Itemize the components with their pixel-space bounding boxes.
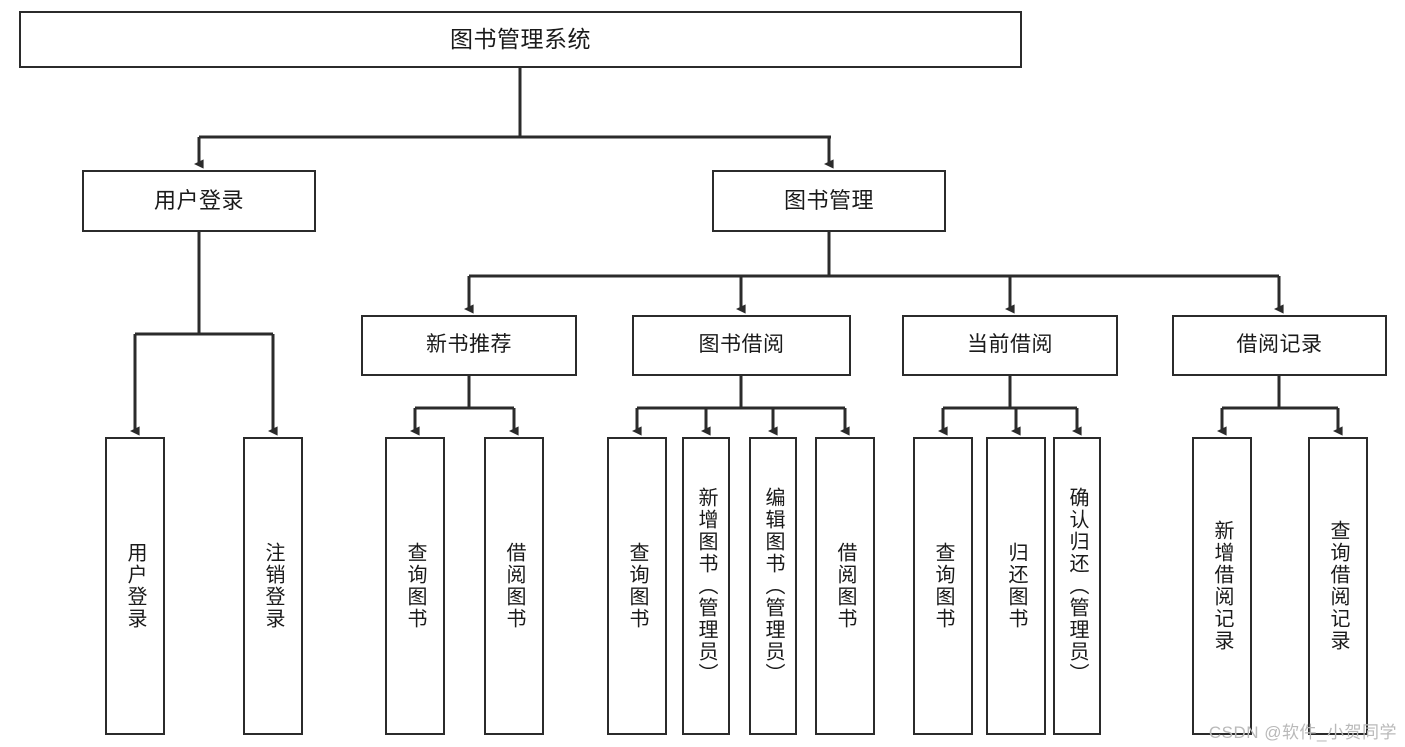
node-book-manage-label: 图书管理 (783, 188, 874, 214)
node-leaf-borrow-book-2-label: 借阅图书 (834, 542, 856, 630)
node-leaf-return-book[interactable]: 归还图书 (986, 437, 1046, 735)
node-book-borrow-label: 图书借阅 (698, 333, 785, 357)
node-user-login-label: 用户登录 (153, 188, 244, 214)
node-leaf-user-login-label: 用户登录 (124, 542, 146, 630)
node-leaf-add-book-admin-label: 新增图书（管理员） (695, 487, 717, 685)
node-book-manage[interactable]: 图书管理 (712, 170, 946, 232)
node-leaf-confirm-return-admin-label: 确认归还（管理员） (1066, 487, 1088, 685)
node-new-book-recommend-label: 新书推荐 (426, 333, 512, 357)
node-leaf-query-book-3-label: 查询图书 (932, 542, 954, 630)
csdn-watermark: CSDN @软件_小贺同学 (1208, 723, 1397, 742)
node-leaf-borrow-book-1-label: 借阅图书 (503, 542, 525, 630)
node-leaf-query-borrow-record[interactable]: 查询借阅记录 (1308, 437, 1368, 735)
node-leaf-confirm-return-admin[interactable]: 确认归还（管理员） (1053, 437, 1101, 735)
node-leaf-query-book-1-label: 查询图书 (404, 542, 426, 630)
node-root[interactable]: 图书管理系统 (19, 11, 1022, 68)
node-current-borrow[interactable]: 当前借阅 (902, 315, 1118, 376)
node-current-borrow-label: 当前借阅 (967, 333, 1053, 357)
node-leaf-query-book-3[interactable]: 查询图书 (913, 437, 973, 735)
node-leaf-borrow-book-2[interactable]: 借阅图书 (815, 437, 875, 735)
node-leaf-add-borrow-record[interactable]: 新增借阅记录 (1192, 437, 1252, 735)
node-borrow-record[interactable]: 借阅记录 (1172, 315, 1387, 376)
node-leaf-query-book-2[interactable]: 查询图书 (607, 437, 667, 735)
node-leaf-query-book-1[interactable]: 查询图书 (385, 437, 445, 735)
node-leaf-return-book-label: 归还图书 (1005, 542, 1027, 630)
node-leaf-user-login[interactable]: 用户登录 (105, 437, 165, 735)
node-leaf-edit-book-admin[interactable]: 编辑图书（管理员） (749, 437, 797, 735)
node-book-borrow[interactable]: 图书借阅 (632, 315, 851, 376)
node-user-login[interactable]: 用户登录 (82, 170, 316, 232)
node-leaf-borrow-book-1[interactable]: 借阅图书 (484, 437, 544, 735)
node-root-label: 图书管理系统 (450, 25, 591, 52)
node-leaf-user-logout[interactable]: 注销登录 (243, 437, 303, 735)
node-new-book-recommend[interactable]: 新书推荐 (361, 315, 577, 376)
node-leaf-user-logout-label: 注销登录 (262, 542, 284, 630)
node-leaf-query-borrow-record-label: 查询借阅记录 (1327, 520, 1349, 652)
node-leaf-query-book-2-label: 查询图书 (626, 542, 648, 630)
node-leaf-edit-book-admin-label: 编辑图书（管理员） (762, 487, 784, 685)
node-borrow-record-label: 借阅记录 (1236, 333, 1323, 357)
node-leaf-add-borrow-record-label: 新增借阅记录 (1211, 520, 1233, 652)
node-leaf-add-book-admin[interactable]: 新增图书（管理员） (682, 437, 730, 735)
